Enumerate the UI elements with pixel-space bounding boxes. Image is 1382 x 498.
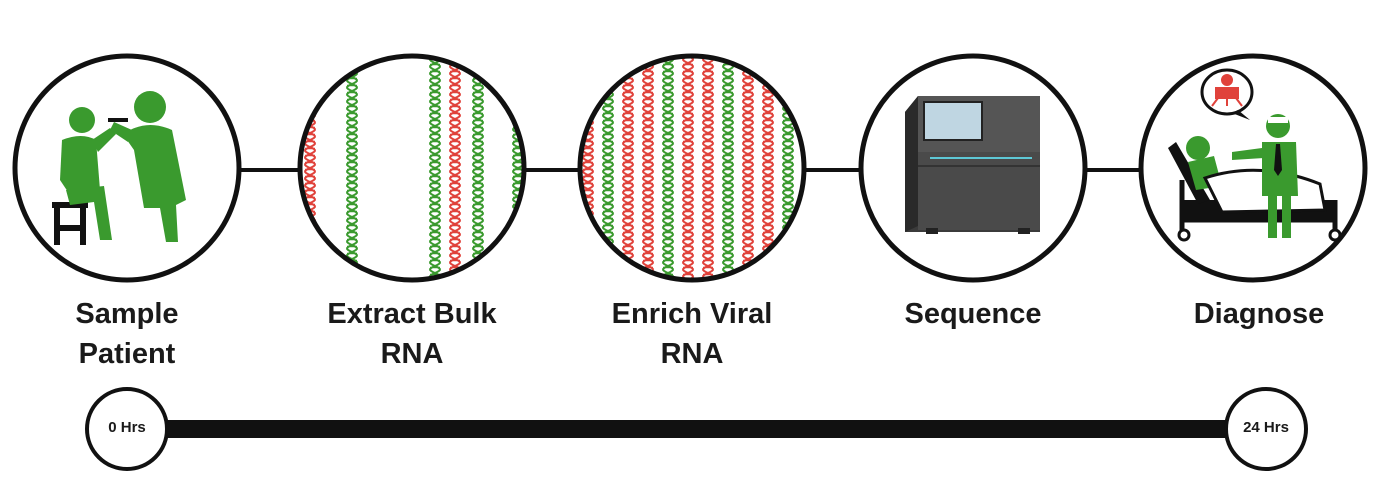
timeline-end-marker [1224, 387, 1308, 471]
viral-rna-icon [577, 53, 807, 283]
step-label-diagnose: Diagnose [1193, 298, 1325, 330]
rna-strand [642, 58, 654, 278]
timeline-start-marker [85, 387, 169, 471]
doctor-diagnosis-icon [1138, 53, 1368, 283]
timeline-end-label: 24 Hrs [1243, 419, 1289, 436]
step-label-sample-patient: Sample Patient [75, 298, 179, 370]
step-label-enrich-viral-rna: Enrich Viral RNA [611, 298, 773, 370]
sequencer-icon [858, 53, 1088, 283]
rna-strand [722, 58, 734, 278]
rna-strand [662, 58, 674, 278]
rna-strand [429, 58, 441, 278]
timeline [85, 387, 1308, 471]
patient-sampling-icon [12, 53, 242, 283]
bulk-rna-icon [297, 53, 527, 283]
rna-strand [682, 58, 694, 278]
timeline-start-label: 0 Hrs [108, 419, 146, 436]
step-label-extract-bulk-rna: Extract Bulk RNA [327, 298, 497, 370]
step-label-sequence: Sequence [904, 298, 1042, 330]
rna-strand [702, 58, 714, 278]
